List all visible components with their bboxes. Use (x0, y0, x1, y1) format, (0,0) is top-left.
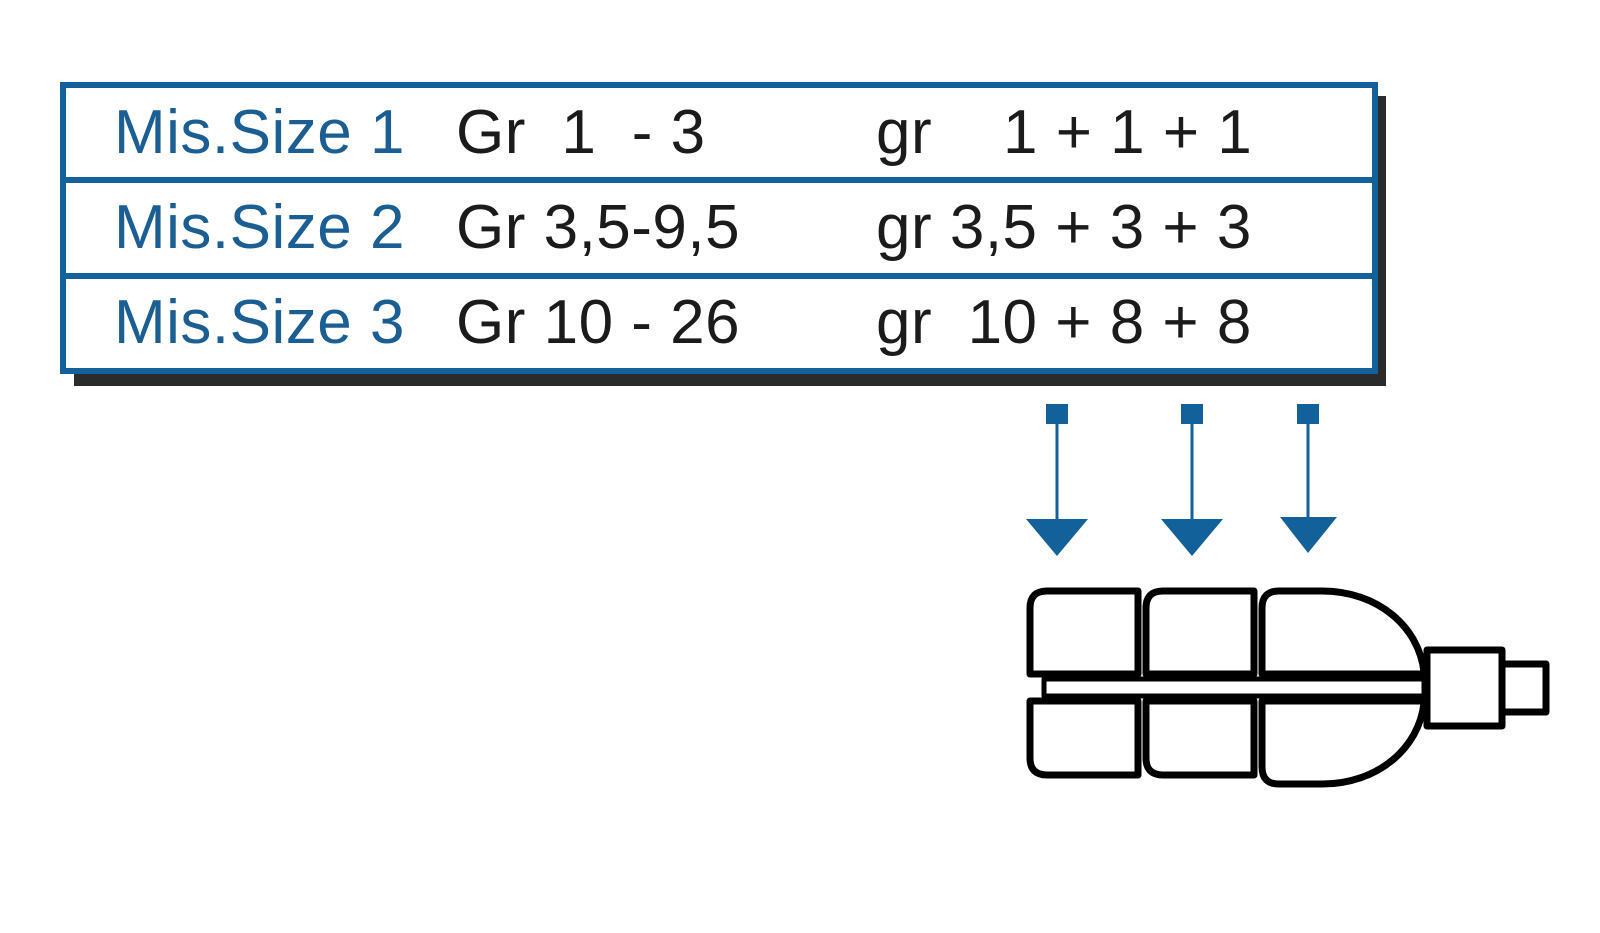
chamber-2-lower (1142, 697, 1258, 779)
size-label: Mis.Size 2 (114, 192, 405, 262)
chamber-3-upper (1258, 587, 1428, 678)
valve-nozzle (1498, 660, 1550, 716)
table-row: Mis.Size 1 Gr 1 - 3 gr 1 + 1 + 1 (66, 88, 1372, 184)
pointer-chamber-1 (1026, 404, 1088, 556)
pointer-arrows-group (1026, 404, 1337, 556)
chamber-1-upper (1026, 587, 1142, 678)
legend-table: Mis.Size 1 Gr 1 - 3 gr 1 + 1 + 1 Mis.Siz… (60, 82, 1378, 374)
arrowhead-down-icon (1280, 517, 1337, 553)
size-label: Mis.Size 3 (114, 288, 405, 358)
chamber-3-lower (1258, 697, 1428, 788)
range-label: Gr 3,5-9,5 (456, 192, 741, 262)
size-label: Mis.Size 1 (114, 97, 405, 167)
bladder-device-group (1026, 587, 1550, 788)
range-label: Gr 1 - 3 (456, 97, 706, 167)
arrowhead-down-icon (1026, 519, 1088, 556)
center-band (1041, 676, 1427, 699)
pointer-square-cap-icon (1181, 404, 1203, 424)
range-label: Gr 10 - 26 (456, 288, 741, 358)
pointer-square-cap-icon (1297, 404, 1319, 424)
weights-label: gr 3,5 + 3 + 3 (876, 192, 1252, 262)
valve-body (1423, 646, 1506, 730)
chamber-2-upper (1142, 587, 1258, 678)
weights-label: gr 1 + 1 + 1 (876, 97, 1253, 167)
pointer-square-cap-icon (1046, 404, 1068, 424)
weights-label: gr 10 + 8 + 8 (876, 288, 1252, 358)
arrowhead-down-icon (1161, 519, 1223, 556)
pointer-chamber-3 (1280, 404, 1337, 553)
chamber-1-lower (1026, 697, 1142, 779)
table-row: Mis.Size 3 Gr 10 - 26 gr 10 + 8 + 8 (66, 278, 1372, 368)
table-row: Mis.Size 2 Gr 3,5-9,5 gr 3,5 + 3 + 3 (66, 183, 1372, 279)
pointer-chamber-2 (1161, 404, 1223, 556)
